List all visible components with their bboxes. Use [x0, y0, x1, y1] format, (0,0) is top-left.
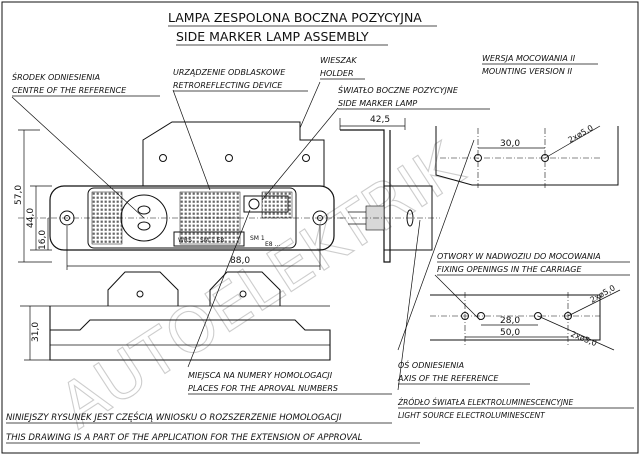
hole-label-bot: 2xø5,0 [569, 330, 598, 349]
dim-30-label: 30,0 [500, 139, 520, 149]
marking-code-4: E8 ... [265, 241, 280, 248]
holder-plate [142, 121, 325, 186]
dim-31-label: 31,0 [31, 322, 41, 342]
dim-425-label: 42,5 [370, 115, 390, 125]
mounting-hole-2 [541, 154, 549, 162]
label-holder-pl: WIESZAK [320, 56, 357, 65]
label-axis-pl: OŚ ODNIESIENIA [398, 359, 464, 370]
label-retro-pl: URZĄDZENIE ODBLASKOWE [173, 68, 286, 77]
label-version-en: MOUNTING VERSION II [482, 67, 573, 76]
label-centre-en: CENTRE OF THE REFERENCE [12, 86, 127, 95]
front-vertical-dims: 57,0 44,0 16,0 [14, 129, 52, 263]
footer-note-en: THIS DRAWING IS A PART OF THE APPLICATIO… [6, 433, 363, 443]
bottom-body [49, 306, 331, 361]
dim-16-label: 16,0 [38, 230, 48, 250]
leader-openings [434, 274, 481, 321]
label-lamp-en: SIDE MARKER LAMP [338, 99, 417, 108]
dim-88-label: 88,0 [230, 256, 250, 266]
mounting-hole-1 [474, 154, 482, 162]
leader-axis [397, 139, 475, 351]
opening-hole-3 [534, 312, 542, 320]
label-openings-pl: OTWORY W NADWOZIU DO MOCOWANIA [437, 252, 601, 261]
labels: ŚRODEK ODNIESIENIA CENTRE OF THE REFEREN… [12, 54, 634, 420]
bottom-bracket-left [107, 271, 179, 306]
approval-marking-box [173, 231, 245, 247]
hole-leader-mid [567, 289, 621, 317]
marking-code-2: SM 1 E8 [200, 237, 224, 244]
holder-hole-1 [159, 154, 167, 162]
opening-hole-1 [461, 312, 469, 320]
light-source-led [248, 198, 260, 210]
opening-hole-2 [477, 312, 485, 320]
bottom-bracket-mid [209, 271, 281, 306]
front-view: WRS SM 1 E8 SM 1 E8 ... [18, 121, 345, 251]
leader-lamp [261, 107, 339, 201]
leader-retro [172, 89, 211, 191]
bottom-hole-2 [239, 290, 247, 298]
dim-28-label: 28,0 [500, 316, 520, 326]
footer-note-pl: NINIEJSZY RYSUNEK JEST CZĘŚCIĄ WNIOSKU O… [6, 411, 342, 423]
footer-note: NINIEJSZY RYSUNEK JEST CZĘŚCIĄ WNIOSKU O… [6, 411, 420, 444]
dim-57-label: 57,0 [14, 185, 24, 205]
label-holder-en: HOLDER [320, 69, 354, 78]
dim-50-label: 50,0 [500, 328, 520, 338]
title-line-1: LAMPA ZESPOLONA BOCZNA POZYCYJNA [168, 10, 422, 25]
label-homolog-pl: MIEJSCA NA NUMERY HOMOLOGACJI [188, 371, 333, 380]
marking-code-3: SM 1 [250, 235, 265, 242]
side-view: 42,5 [339, 115, 440, 263]
leader-lines [11, 81, 481, 391]
holder-hole-3 [302, 154, 310, 162]
marking-code-1: WRS [178, 237, 192, 244]
bottom-hole-1 [136, 290, 144, 298]
label-lamp-pl: ŚWIATŁO BOCZNE POZYCYJNE [338, 84, 459, 95]
reference-mark-1 [137, 205, 151, 215]
leader-holder [299, 81, 321, 129]
label-source-en: LIGHT SOURCE ELECTROLUMINESCENT [398, 411, 546, 420]
leader-centre [11, 96, 145, 219]
opening-hole-4 [564, 312, 572, 320]
reference-mark-2 [137, 221, 151, 231]
hole-leader-bot [537, 315, 615, 351]
mounting-plate-top [435, 126, 619, 186]
label-centre-pl: ŚRODEK ODNIESIENIA [12, 71, 100, 82]
label-openings-en: FIXING OPENINGS IN THE CARRIAGE [437, 265, 582, 274]
dim-44-label: 44,0 [26, 208, 36, 228]
light-source-box [243, 195, 289, 213]
label-homolog-en: PLACES FOR THE APROVAL NUMBERS [188, 384, 338, 393]
title-line-2: SIDE MARKER LAMP ASSEMBLY [176, 29, 369, 44]
dim-88: 88,0 [66, 226, 321, 270]
label-retro-en: RETROREFLECTING DEVICE [173, 81, 283, 90]
hole-label-top: 2xø5,0 [567, 123, 595, 145]
label-axis-en: AXIS OF THE REFERENCE [397, 374, 499, 383]
label-version-pl: WERSJA MOCOWANIA II [482, 54, 576, 63]
leader-homolog [187, 209, 251, 368]
label-source-pl: ŹRÓDŁO ŚWIATŁA ELEKTROLUMINESCENCYJNE [397, 398, 574, 407]
bottom-view: 31,0 [20, 271, 331, 361]
openings-outline [430, 294, 601, 341]
hole-leader-top [544, 125, 601, 159]
leader-source [397, 219, 421, 391]
fixing-openings: 28,0 50,0 2xø5,0 2xø5,0 [430, 283, 621, 351]
holder-hole-2 [225, 154, 233, 162]
